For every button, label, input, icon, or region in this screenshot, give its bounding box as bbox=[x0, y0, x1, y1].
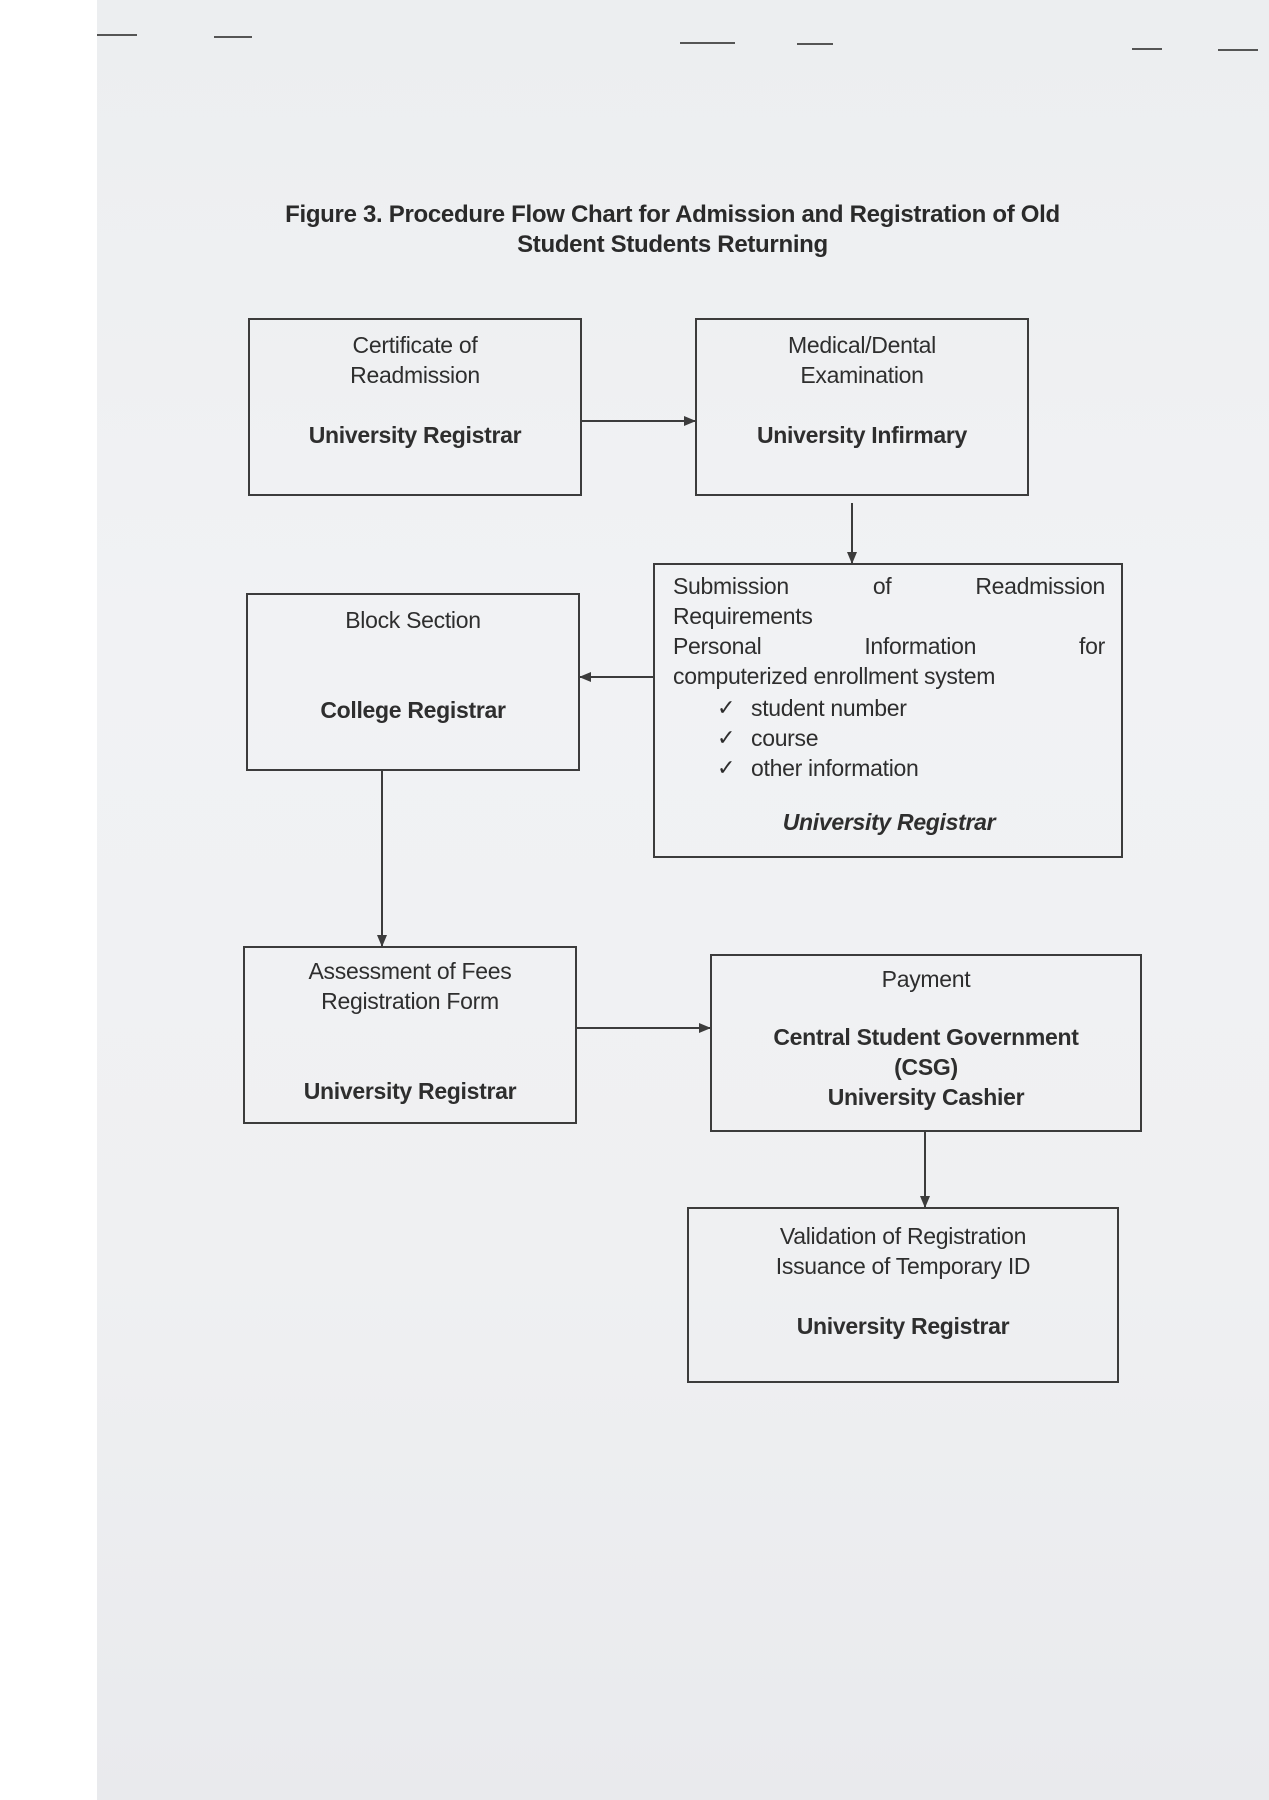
box-label: Payment bbox=[881, 966, 971, 992]
box-label-row: Submission of Readmission bbox=[673, 571, 1105, 601]
block-section-box: Block Section College Registrar bbox=[246, 593, 580, 771]
box-label: Issuance of Temporary ID bbox=[775, 1253, 1031, 1279]
checklist-item-label: student number bbox=[751, 695, 907, 721]
box-label-word: Information bbox=[864, 633, 977, 659]
office-label: University Registrar bbox=[308, 422, 522, 448]
checkmark-icon: ✓ bbox=[717, 755, 736, 780]
medical-dental-box: Medical/Dental Examination University In… bbox=[695, 318, 1029, 496]
box-label-word: of bbox=[872, 573, 892, 599]
figure-title-line1: Figure 3. Procedure Flow Chart for Admis… bbox=[285, 201, 1060, 228]
box-label-word: Personal bbox=[673, 633, 762, 659]
validation-box: Validation of Registration Issuance of T… bbox=[687, 1207, 1119, 1383]
box-label: computerized enrollment system bbox=[673, 663, 996, 689]
office-label: College Registrar bbox=[320, 697, 506, 723]
scan-mark bbox=[1132, 48, 1162, 50]
box-label-row: Personal Information for bbox=[673, 631, 1105, 661]
office-label: Central Student Government bbox=[773, 1024, 1079, 1050]
checklist-item: ✓ student number bbox=[717, 693, 1105, 723]
office-label: University Registrar bbox=[782, 809, 996, 835]
office-label: University Registrar bbox=[796, 1313, 1010, 1339]
office-label: University Infirmary bbox=[756, 422, 968, 448]
figure-title: Figure 3. Procedure Flow Chart for Admis… bbox=[230, 200, 1115, 260]
box-label: Examination bbox=[800, 362, 924, 388]
scan-mark bbox=[214, 36, 252, 38]
payment-box: Payment Central Student Government (CSG)… bbox=[710, 954, 1142, 1132]
box-label: Validation of Registration bbox=[779, 1223, 1027, 1249]
checklist-item-label: course bbox=[751, 725, 819, 751]
certificate-readmission-box: Certificate of Readmission University Re… bbox=[248, 318, 582, 496]
box-label: Registration Form bbox=[321, 988, 499, 1014]
box-label-word: Readmission bbox=[975, 573, 1105, 599]
box-label: Block Section bbox=[345, 607, 481, 633]
box-label: Certificate of bbox=[352, 332, 478, 358]
scan-mark bbox=[97, 34, 137, 36]
checkmark-icon: ✓ bbox=[717, 725, 736, 750]
scanned-page bbox=[97, 0, 1269, 1800]
figure-title-line2: Student Students Returning bbox=[517, 231, 828, 258]
box-label: Requirements bbox=[673, 603, 813, 629]
checklist-item-label: other information bbox=[751, 755, 919, 781]
checkmark-icon: ✓ bbox=[717, 695, 736, 720]
assessment-box: Assessment of Fees Registration Form Uni… bbox=[243, 946, 577, 1124]
office-label: (CSG) bbox=[894, 1054, 958, 1080]
submission-requirements-box: Submission of Readmission Requirements P… bbox=[653, 563, 1123, 858]
scan-mark bbox=[1218, 49, 1258, 51]
scan-mark bbox=[680, 42, 735, 44]
scan-margin bbox=[0, 0, 97, 1800]
checklist-item: ✓ other information bbox=[717, 753, 1105, 783]
office-label: University Cashier bbox=[827, 1084, 1025, 1110]
box-label-word: for bbox=[1079, 633, 1105, 659]
box-label: Assessment of Fees bbox=[308, 958, 512, 984]
scan-mark bbox=[797, 43, 833, 45]
checklist-item: ✓ course bbox=[717, 723, 1105, 753]
office-label: University Registrar bbox=[303, 1078, 517, 1104]
box-label: Readmission bbox=[350, 362, 480, 388]
box-label: Medical/Dental bbox=[788, 332, 936, 358]
requirements-checklist: ✓ student number ✓ course ✓ other inform… bbox=[673, 693, 1105, 783]
box-label-word: Submission bbox=[673, 573, 789, 599]
